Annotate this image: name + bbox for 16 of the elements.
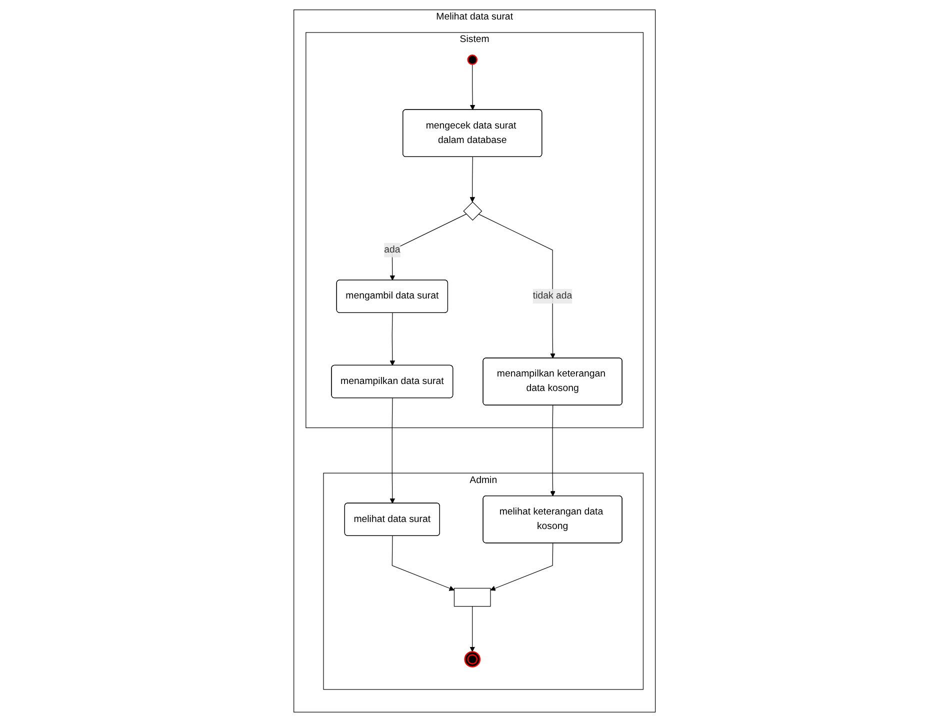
node-diamond (464, 202, 483, 221)
node-bar (454, 588, 492, 607)
arrow (470, 156, 476, 202)
node-circle (464, 651, 481, 668)
arrow (392, 536, 455, 591)
arrow (470, 606, 476, 652)
edge-label: ada (384, 244, 401, 255)
edge-label: tidak ada (533, 290, 573, 302)
node-circle (468, 54, 478, 65)
arrow (470, 64, 476, 110)
arrow (390, 312, 396, 366)
arrow (390, 398, 396, 504)
arrow (550, 405, 556, 496)
arrow (478, 214, 556, 359)
arrow (490, 542, 554, 591)
arrow (390, 214, 467, 281)
